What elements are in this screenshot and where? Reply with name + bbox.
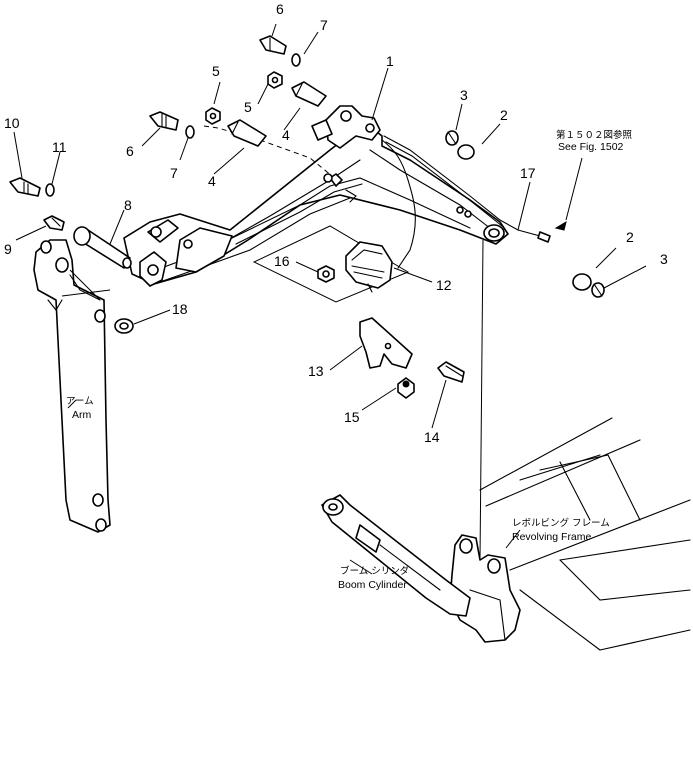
callout-4-left: 4 — [208, 173, 216, 189]
arm — [33, 239, 111, 533]
callout-16: 16 — [274, 253, 290, 269]
reference-line-pin — [479, 239, 484, 561]
callout-11: 11 — [52, 139, 67, 155]
boom — [123, 105, 509, 287]
callout-1: 1 — [386, 53, 394, 69]
bolt-6-top — [259, 35, 287, 55]
spacer-2-lower — [572, 273, 592, 291]
callout-6-left: 6 — [126, 143, 134, 159]
callout-10: 10 — [4, 115, 20, 131]
wiring-harness — [381, 135, 567, 269]
washer-11 — [45, 183, 55, 197]
boom-cylinder — [321, 494, 471, 617]
spacer-2-upper — [457, 144, 475, 160]
bracket-outline — [252, 225, 410, 303]
cap-3-upper — [445, 130, 459, 146]
callout-numbers: 1 2 2 3 3 4 4 5 5 6 6 7 7 8 9 10 11 12 1… — [4, 1, 668, 445]
callout-4-top: 4 — [282, 127, 290, 143]
callout-5-top: 5 — [244, 99, 252, 115]
washer-7-left — [185, 125, 195, 139]
bolt-6-left — [149, 111, 179, 131]
pin-8 — [73, 226, 132, 269]
fig-ref-jp-label: 第１５０２図参照 — [556, 129, 633, 141]
revolving-frame-jp-label: レボルビング フレーム — [512, 517, 610, 529]
callout-9: 9 — [4, 241, 12, 257]
cap-3-lower — [591, 282, 605, 298]
callout-3-lower: 3 — [660, 251, 668, 267]
diagram-labels: 第１５０２図参照 See Fig. 1502 アーム Arm レボルビング フレ… — [66, 129, 633, 591]
callout-3-upper: 3 — [460, 87, 468, 103]
callout-18: 18 — [172, 301, 188, 317]
bolt-14 — [437, 361, 465, 383]
washer-18 — [114, 318, 134, 334]
fig-ref-en-label: See Fig. 1502 — [558, 141, 624, 153]
revolving-frame-en-label: Revolving Frame — [512, 531, 592, 543]
arm-jp-label: アーム — [66, 396, 94, 407]
callout-2-lower: 2 — [626, 229, 634, 245]
bolt-9 — [43, 215, 65, 231]
callout-12: 12 — [436, 277, 452, 293]
callout-7-top: 7 — [320, 17, 328, 33]
arm-en-label: Arm — [72, 409, 92, 421]
callout-15: 15 — [344, 409, 360, 425]
callout-5-left: 5 — [212, 63, 220, 79]
callout-17: 17 — [520, 165, 536, 181]
boom-foot-bracket — [449, 534, 521, 643]
nut-15 — [397, 377, 415, 399]
boom-cylinder-en-label: Boom Cylinder — [338, 579, 407, 591]
pin-4-top — [291, 81, 327, 107]
callout-14: 14 — [424, 429, 440, 445]
pin-4-left — [227, 119, 267, 147]
revolving-frame — [479, 417, 691, 651]
work-lamp — [345, 241, 393, 293]
boom-cylinder-jp-label: ブーム シリンダ — [340, 565, 410, 577]
washer-7-top — [291, 53, 301, 67]
bolt-10 — [9, 177, 41, 197]
bolt-5-top — [267, 71, 283, 89]
callout-2-upper: 2 — [500, 107, 508, 123]
callout-8: 8 — [124, 197, 132, 213]
callout-6-top: 6 — [276, 1, 284, 17]
leader-lines — [13, 23, 647, 575]
bolt-5-left — [205, 107, 221, 125]
callout-13: 13 — [308, 363, 324, 379]
nut-16 — [317, 265, 335, 283]
callout-7-left: 7 — [170, 165, 178, 181]
lamp-bracket — [359, 317, 413, 369]
